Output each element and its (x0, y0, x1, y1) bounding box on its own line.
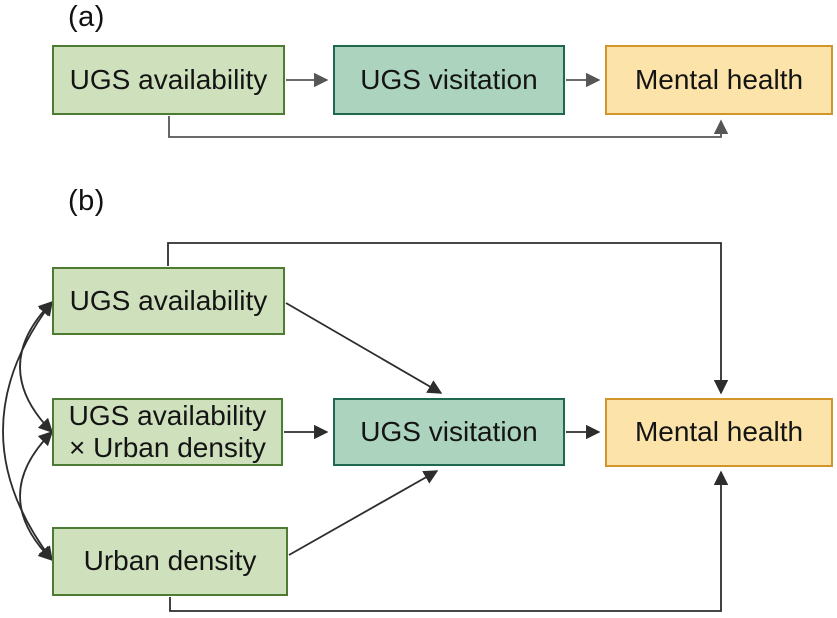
node-b-ugs-availability: UGS availability (52, 267, 285, 335)
arrow-b-density-bypass-to-mentalhealth (169, 470, 729, 612)
arc-b-availability-density (2, 300, 53, 562)
interaction-line1: UGS availability (68, 399, 267, 431)
arrow-b-availability-to-visitation (285, 302, 443, 394)
node-b-urban-density: Urban density (52, 527, 288, 596)
arrow-b-density-to-visitation (288, 470, 439, 556)
arc-b-availability-interaction (19, 300, 54, 434)
node-b-availability-density-interaction: UGS availability × Urban density (52, 398, 283, 466)
node-a-mental-health: Mental health (605, 45, 833, 115)
node-b-ugs-visitation: UGS visitation (333, 398, 565, 466)
panel-b-label: (b) (68, 185, 105, 217)
node-b-mental-health: Mental health (605, 398, 833, 467)
arc-b-interaction-density (19, 430, 54, 562)
arrow-b-availability-bypass-to-mentalhealth (167, 242, 729, 395)
node-a-ugs-availability: UGS availability (52, 45, 285, 115)
node-a-ugs-visitation: UGS visitation (333, 45, 565, 115)
panel-a-label: (a) (68, 1, 105, 33)
arrow-a-availability-bypass-to-mentalhealth (168, 116, 729, 138)
interaction-line2: × Urban density (69, 432, 266, 463)
